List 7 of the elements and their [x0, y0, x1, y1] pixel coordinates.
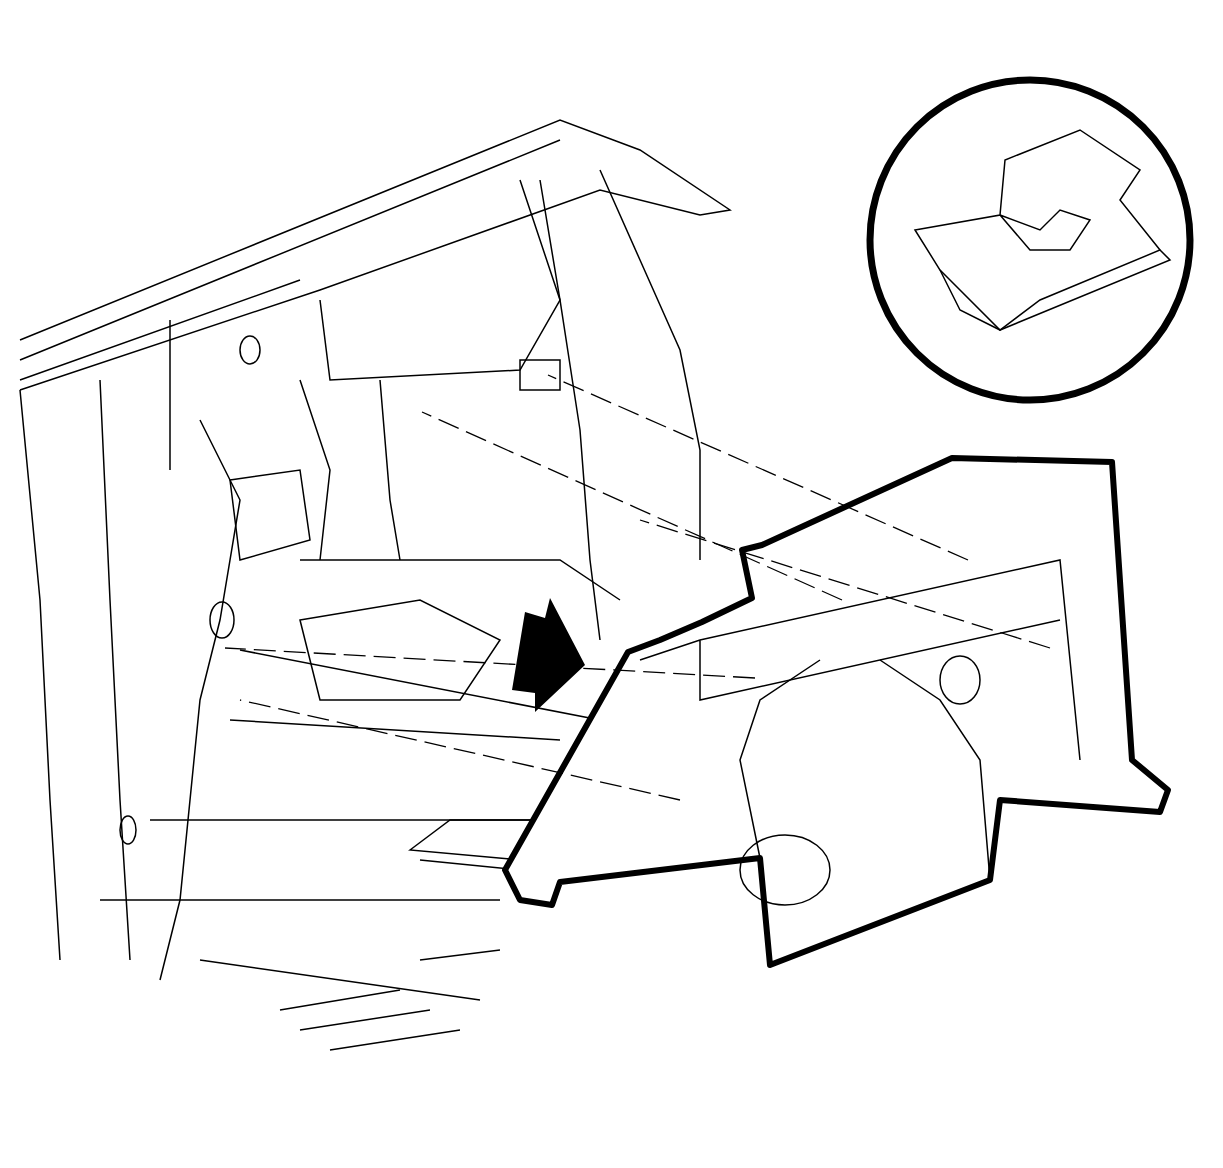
vehicle-body-drawing: [19, 119, 732, 1051]
trim-panel-drawing: [502, 455, 1171, 968]
alignment-line: [547, 374, 969, 561]
alignment-line: [224, 647, 756, 679]
clip-detail-drawing: [866, 76, 1194, 404]
alignment-line: [239, 699, 681, 801]
alignment-line: [639, 519, 1051, 649]
